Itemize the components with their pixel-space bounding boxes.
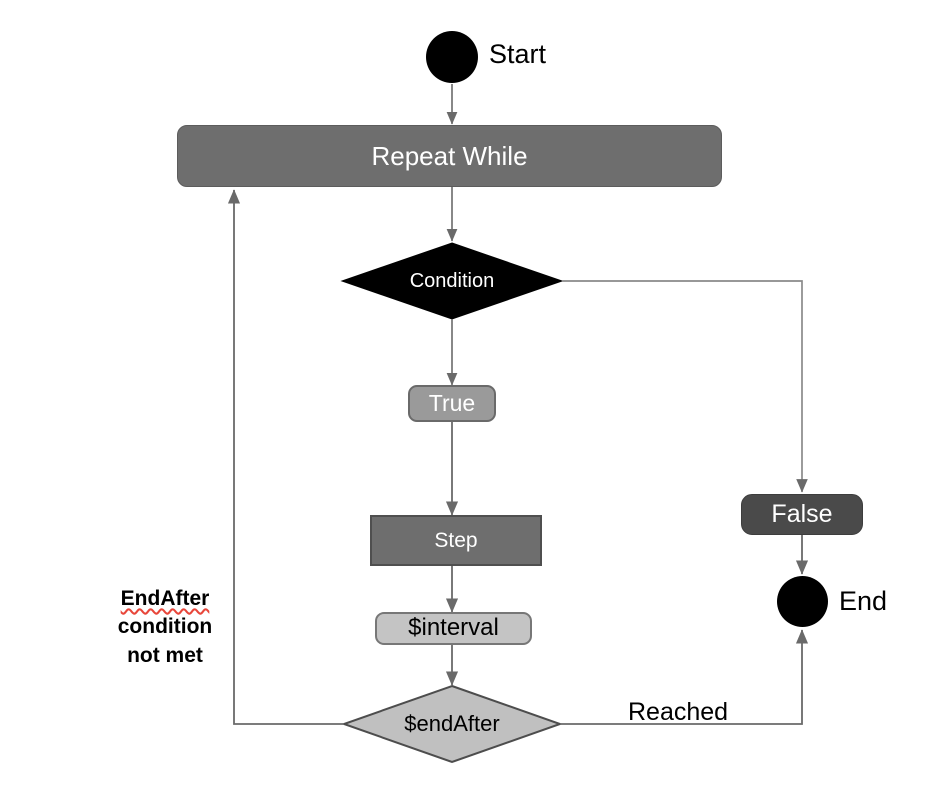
edge-endafter-loopback-to-repeat [227,189,344,725]
end-label: End [839,586,888,616]
repeat-while-box[interactable]: Repeat While [177,125,722,187]
end-terminal [777,576,828,627]
endafter-not-met-note: EndAfter condition not met [110,585,220,670]
reached-edge-label: Reached [628,698,729,726]
endafter-label: $endAfter [404,711,500,736]
true-branch-box[interactable]: True [408,385,496,422]
false-branch-box[interactable]: False [741,494,863,535]
condition-label: Condition [409,269,495,292]
endafter-note-line3: not met [127,643,203,667]
start-label: Start [489,39,547,69]
endafter-note-line2: condition [117,615,213,639]
interval-box[interactable]: $interval [375,612,532,645]
start-terminal [426,31,478,83]
endafter-note-line1: EndAfter [120,587,210,610]
edge-condition-false-branch [562,280,808,493]
step-box[interactable]: Step [370,515,542,566]
